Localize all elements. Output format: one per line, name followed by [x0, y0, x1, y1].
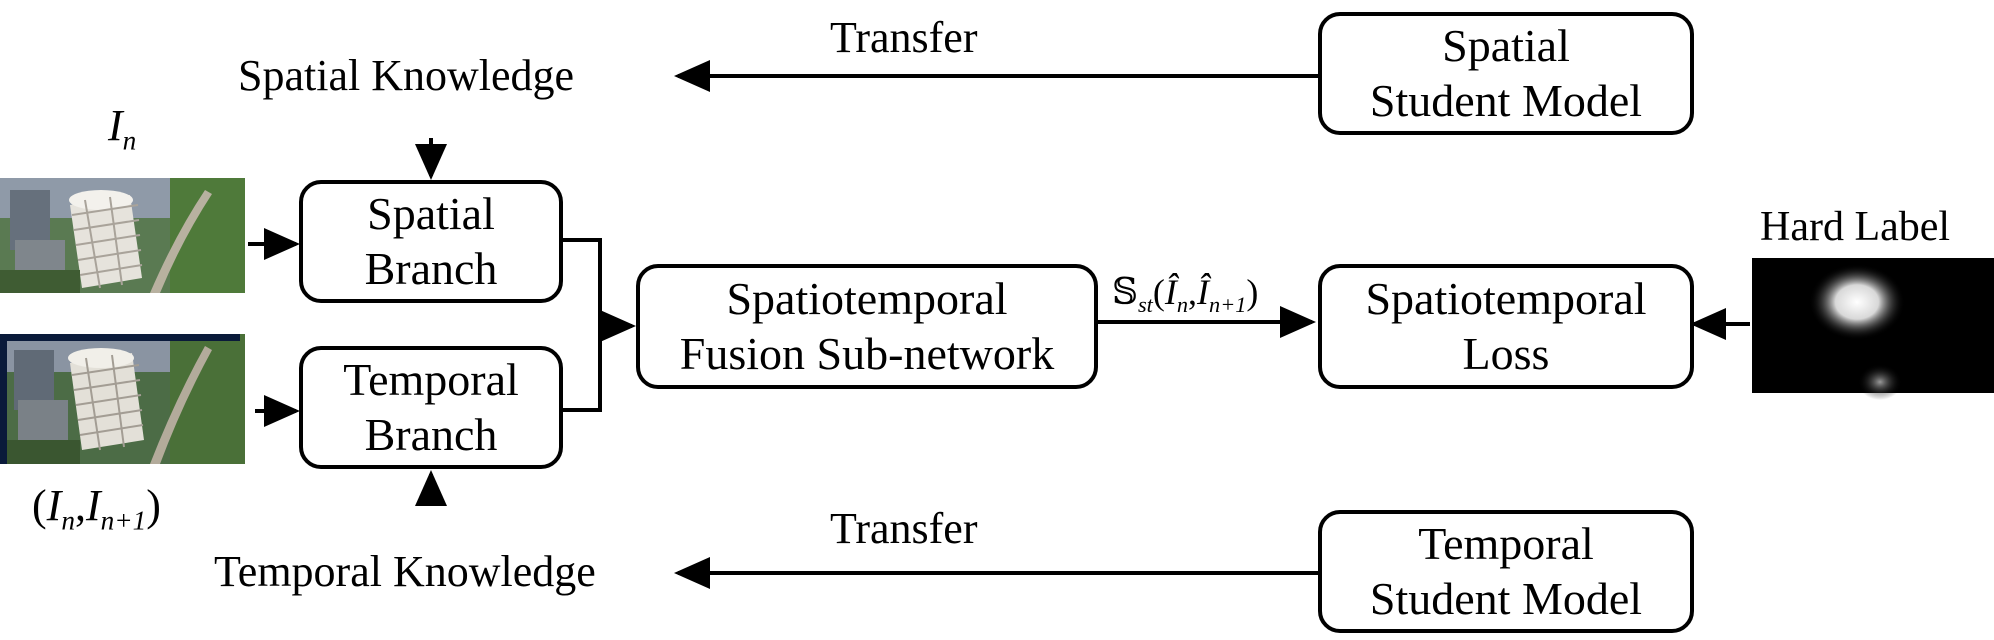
frame-pair-symbol: (In,In+1) — [32, 481, 161, 536]
transfer-top-label: Transfer — [830, 13, 978, 62]
temporal-student-line-1: Temporal — [1418, 518, 1594, 570]
transfer-bottom-label: Transfer — [830, 504, 978, 553]
spatial-student-line-1: Spatial — [1442, 20, 1570, 72]
spatial-branch-line-1: Spatial — [367, 188, 495, 240]
temporal-student-line-2: Student Model — [1369, 572, 1643, 624]
spatial-branch-line-2: Branch — [364, 242, 498, 294]
loss-line-2: Loss — [1462, 327, 1550, 379]
loss-line-1: Spatiotemporal — [1365, 273, 1647, 325]
fusion-output-symbol: 𝕊st(În,În+1) — [1112, 272, 1259, 317]
fusion-subnetwork-box: Spatiotemporal Fusion Sub-network — [636, 264, 1098, 389]
spatial-knowledge-label: Spatial Knowledge — [238, 51, 575, 100]
temporal-branch-line-2: Branch — [364, 408, 498, 460]
spatial-branch-box: Spatial Branch — [299, 180, 563, 303]
hard-label-title: Hard Label — [1760, 204, 1951, 250]
frame-symbol: In — [108, 101, 137, 156]
fusion-line-2: Fusion Sub-network — [679, 327, 1055, 379]
temporal-branch-box: Temporal Branch — [299, 346, 563, 469]
hard-label-saliency-map — [1752, 258, 1994, 400]
temporal-branch-line-1: Temporal — [343, 354, 519, 406]
temporal-knowledge-label: Temporal Knowledge — [214, 547, 596, 596]
spatial-student-model-box: Spatial Student Model — [1318, 12, 1694, 135]
connector-spatial-to-merge — [563, 238, 602, 412]
temporal-student-model-box: Temporal Student Model — [1318, 510, 1694, 633]
spatial-student-line-2: Student Model — [1369, 74, 1643, 126]
fusion-line-1: Spatiotemporal — [726, 273, 1008, 325]
input-frame-image — [0, 178, 245, 293]
spatiotemporal-loss-box: Spatiotemporal Loss — [1318, 264, 1694, 389]
input-pair-image — [0, 334, 245, 464]
